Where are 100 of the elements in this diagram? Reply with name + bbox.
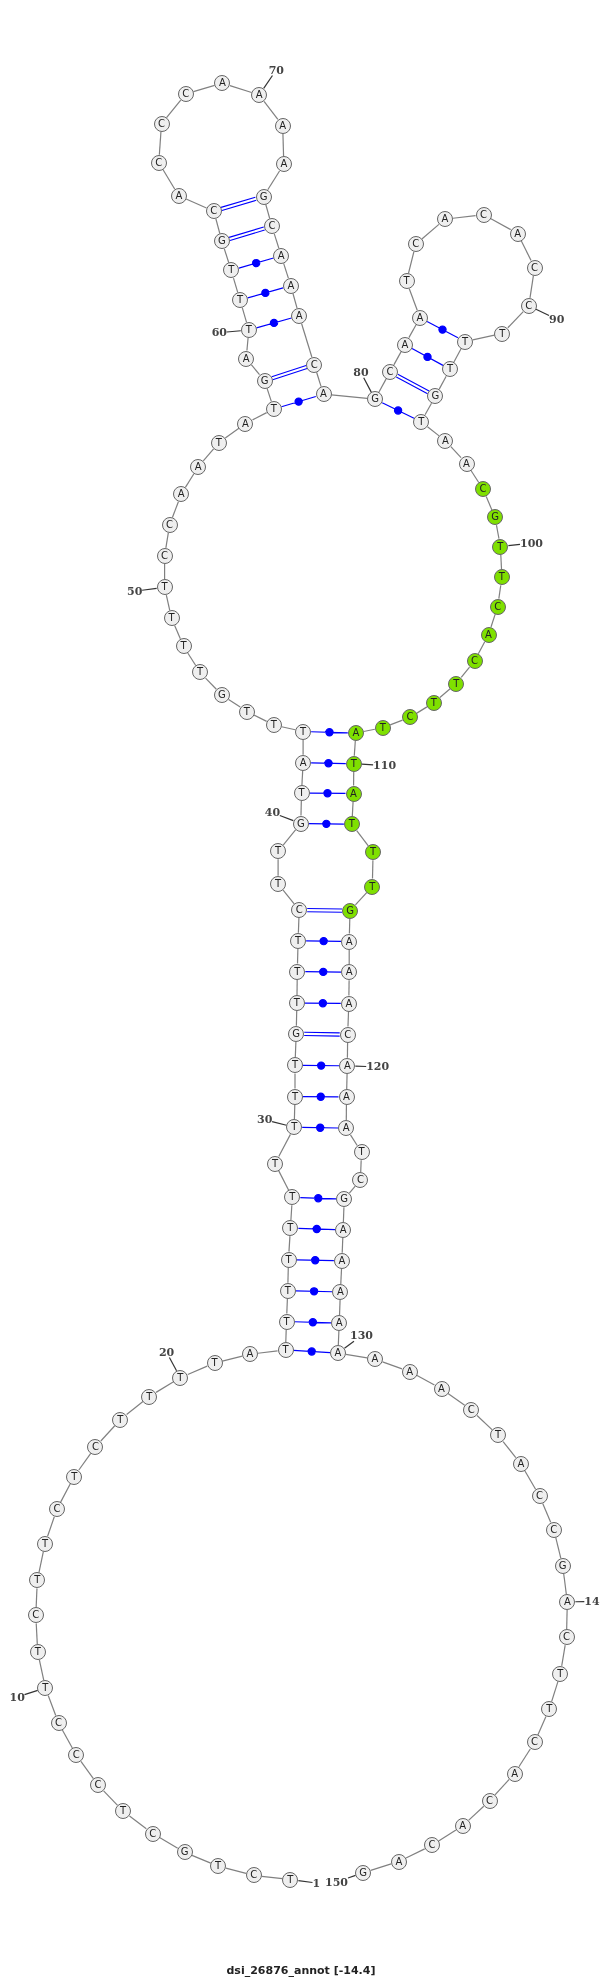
nucleotide-node: C <box>205 203 222 220</box>
backbone-line <box>347 1010 350 1028</box>
nucleotide-node: A <box>331 1315 348 1332</box>
nucleotide-node: G <box>255 188 272 205</box>
nucleotide-node: T <box>286 1119 303 1136</box>
backbone-line <box>346 1073 348 1090</box>
backbone-line <box>292 292 298 309</box>
nucleotide-node: C <box>339 1026 356 1043</box>
backbone-line <box>278 1133 292 1158</box>
backbone-line <box>35 1587 38 1608</box>
backbone-line <box>246 337 249 352</box>
base-pair-line <box>295 1287 333 1296</box>
leader-line <box>343 1340 355 1349</box>
leader-line <box>535 308 550 317</box>
backbone-line <box>158 131 162 156</box>
backbone-line <box>35 1622 38 1645</box>
backbone-line <box>416 706 428 714</box>
nucleotide-node: A <box>338 1120 355 1137</box>
nucleotide-node: T <box>265 717 282 733</box>
base-pair-line <box>395 373 430 395</box>
nucleotide-node: T <box>29 1572 46 1589</box>
nucleotide-node: A <box>509 225 526 242</box>
backbone-line <box>378 378 387 393</box>
nucleotide-node: A <box>273 247 290 264</box>
backbone-line <box>224 427 240 439</box>
nucleotide-node: C <box>50 1715 67 1731</box>
nucleotide-node: G <box>427 388 444 405</box>
leader-line <box>297 1880 314 1884</box>
nucleotide-node: C <box>402 709 418 726</box>
position-number: 90 <box>549 313 565 325</box>
base-pair-line <box>247 287 284 299</box>
nucleotide-node: T <box>29 1644 46 1660</box>
backbone-line <box>495 524 500 540</box>
nucleotide-node: C <box>263 218 280 235</box>
backbone-line <box>563 1573 567 1595</box>
backbone-line <box>267 170 281 191</box>
backbone-line <box>103 1790 119 1806</box>
nucleotide-node: T <box>192 664 208 681</box>
nucleotide-node: A <box>242 1346 258 1363</box>
backbone-line <box>371 859 374 880</box>
backbone-line <box>520 240 532 262</box>
nucleotide-node: T <box>364 878 381 895</box>
position-number: 50 <box>127 585 143 597</box>
backbone-line <box>165 594 171 611</box>
nucleotide-node: T <box>141 1388 158 1405</box>
backbone-line <box>421 223 440 240</box>
backbone-line <box>261 1875 284 1880</box>
backbone-line <box>363 728 376 733</box>
nucleotide-node: G <box>336 1191 353 1208</box>
base-pair-line <box>308 819 345 829</box>
backbone-line <box>191 1854 212 1864</box>
backbone-line <box>265 203 271 220</box>
backbone-line <box>221 1355 243 1362</box>
nucleotide-node: A <box>238 350 255 367</box>
nucleotide-node: A <box>341 933 358 950</box>
backbone-line <box>282 889 295 905</box>
base-pair-line <box>304 999 342 1008</box>
nucleotide-node: T <box>457 333 473 350</box>
backbone-line <box>126 1400 144 1416</box>
nucleotide-node: A <box>437 211 453 228</box>
backbone-line <box>356 830 369 847</box>
backbone-line <box>225 1867 247 1874</box>
backbone-line <box>281 726 296 731</box>
nucleotide-node: T <box>398 273 415 290</box>
leader-line <box>507 543 521 547</box>
nucleotide-node: T <box>270 843 287 860</box>
nucleotide-node: A <box>345 785 362 802</box>
backbone-line <box>277 858 279 877</box>
nucleotide-node: C <box>153 115 170 132</box>
nucleotide-node: T <box>277 1342 294 1358</box>
nucleotide-node: T <box>278 1313 295 1330</box>
nucleotide-node: T <box>284 1189 301 1206</box>
backbone-line <box>507 310 524 329</box>
backbone-line <box>452 214 477 219</box>
backbone-line <box>223 248 230 264</box>
backbone-line <box>241 307 248 323</box>
backbone-line <box>300 322 313 358</box>
nucleotide-node: G <box>256 372 273 389</box>
nucleotide-node: T <box>289 963 306 980</box>
nucleotide-node: C <box>27 1607 44 1624</box>
nucleotide-node: A <box>237 415 254 432</box>
position-number: 70 <box>268 64 284 76</box>
backbone-line <box>353 740 356 757</box>
nucleotide-node: A <box>173 486 190 503</box>
backbone-line <box>370 1863 392 1871</box>
backbone-line <box>354 891 368 906</box>
nucleotide-node: C <box>306 356 323 373</box>
nucleotide-node: C <box>291 902 308 918</box>
backbone-line <box>266 387 272 402</box>
base-pair-line <box>310 728 349 737</box>
nucleotide-node: A <box>275 156 292 173</box>
backbone-line <box>128 1815 147 1830</box>
base-pair-line <box>292 1347 331 1356</box>
backbone-line <box>460 666 471 678</box>
nucleotide-node: A <box>367 1351 383 1368</box>
backbone-line <box>555 1536 562 1559</box>
backbone-line <box>165 532 169 549</box>
nucleotide-node: T <box>232 292 248 308</box>
nucleotide-node: C <box>156 547 173 564</box>
nucleotide-node: T <box>442 361 458 378</box>
